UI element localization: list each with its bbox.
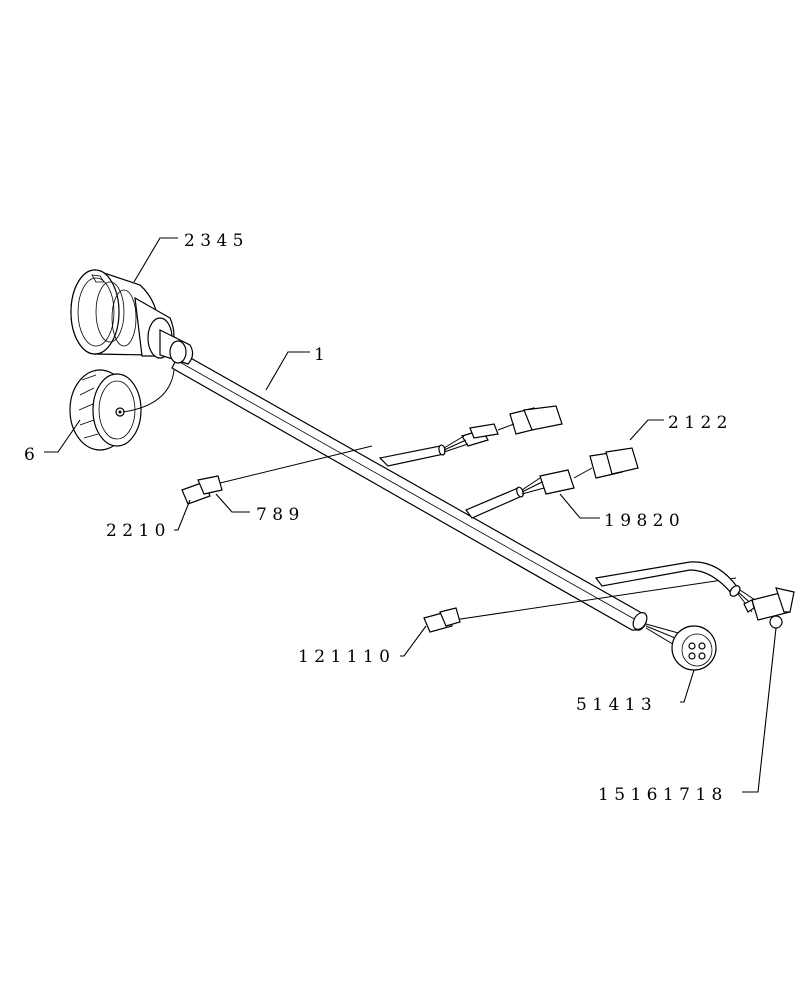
end-round-connector [645, 623, 717, 671]
callout-12-11-10: 1 2 1 1 1 0 [298, 647, 390, 667]
callout-21-22: 2 1 2 2 [668, 413, 727, 433]
callout-7-8-9: 7 8 9 [256, 505, 299, 525]
leader-lines [44, 237, 777, 793]
callout-5-14-13: 5 1 4 1 3 [576, 695, 652, 715]
small-plug-left [181, 475, 223, 505]
callout-2-3-4-5: 2 3 4 5 [184, 231, 243, 251]
callout-1: 1 [314, 345, 325, 365]
callout-labels: 2 3 4 5 1 6 2 1 2 2 2 2 1 0 7 8 9 1 9 8 … [24, 231, 727, 805]
middle-branch [465, 447, 639, 519]
main-round-connector [70, 269, 194, 365]
long-thin-wire [215, 445, 737, 621]
main-cable [171, 351, 648, 631]
callout-6: 6 [24, 445, 35, 465]
callout-15-16-17-18: 1 5 1 6 1 7 1 8 [598, 785, 722, 805]
upper-branch [378, 405, 563, 467]
callout-19-8-20: 1 9 8 2 0 [604, 511, 680, 531]
right-branch [594, 561, 795, 629]
callout-22-10: 2 2 1 0 [106, 521, 165, 541]
small-plug-lower [423, 607, 461, 633]
dust-cap [69, 369, 175, 451]
